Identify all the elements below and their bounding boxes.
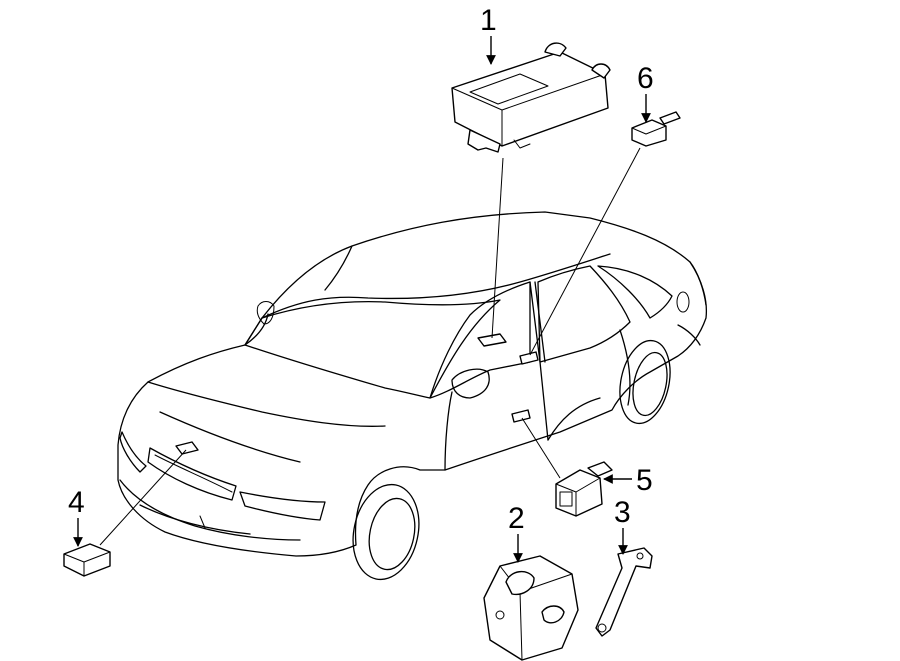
part-2-yaw-sensor bbox=[483, 555, 579, 661]
leader-1 bbox=[491, 157, 504, 339]
grille bbox=[147, 447, 237, 501]
rear-side-window bbox=[537, 265, 631, 363]
location-marker-4 bbox=[175, 441, 199, 455]
rear-wheel bbox=[619, 339, 671, 425]
windshield bbox=[244, 299, 501, 399]
location-marker-1 bbox=[477, 333, 507, 347]
headlight-right bbox=[239, 491, 326, 521]
car-illustration bbox=[117, 211, 708, 581]
part-4-module bbox=[63, 543, 111, 577]
leader-lines bbox=[99, 147, 641, 546]
car-body-outline bbox=[117, 211, 708, 557]
callout-3-label: 3 bbox=[614, 496, 631, 529]
part-1-control-module bbox=[451, 42, 611, 153]
callout-1-label: 1 bbox=[480, 4, 497, 37]
leader-5 bbox=[521, 417, 561, 479]
front-wheel bbox=[352, 483, 420, 581]
callout-4-label: 4 bbox=[68, 486, 85, 519]
front-side-window bbox=[429, 281, 531, 399]
callout-6-label: 6 bbox=[637, 62, 654, 95]
callout-2-label: 2 bbox=[508, 502, 525, 535]
leader-4 bbox=[99, 449, 187, 546]
part-5-switch bbox=[555, 461, 613, 517]
side-mirror bbox=[451, 368, 490, 399]
leader-6 bbox=[529, 147, 641, 356]
callouts: 1 6 5 4 2 3 bbox=[68, 4, 654, 563]
location-marker-5 bbox=[511, 409, 531, 423]
location-marker-6 bbox=[519, 351, 539, 365]
headlight-left bbox=[119, 431, 147, 473]
part-6-sensor bbox=[631, 111, 681, 147]
part-3-bracket bbox=[595, 547, 653, 637]
callout-5-label: 5 bbox=[636, 464, 653, 497]
